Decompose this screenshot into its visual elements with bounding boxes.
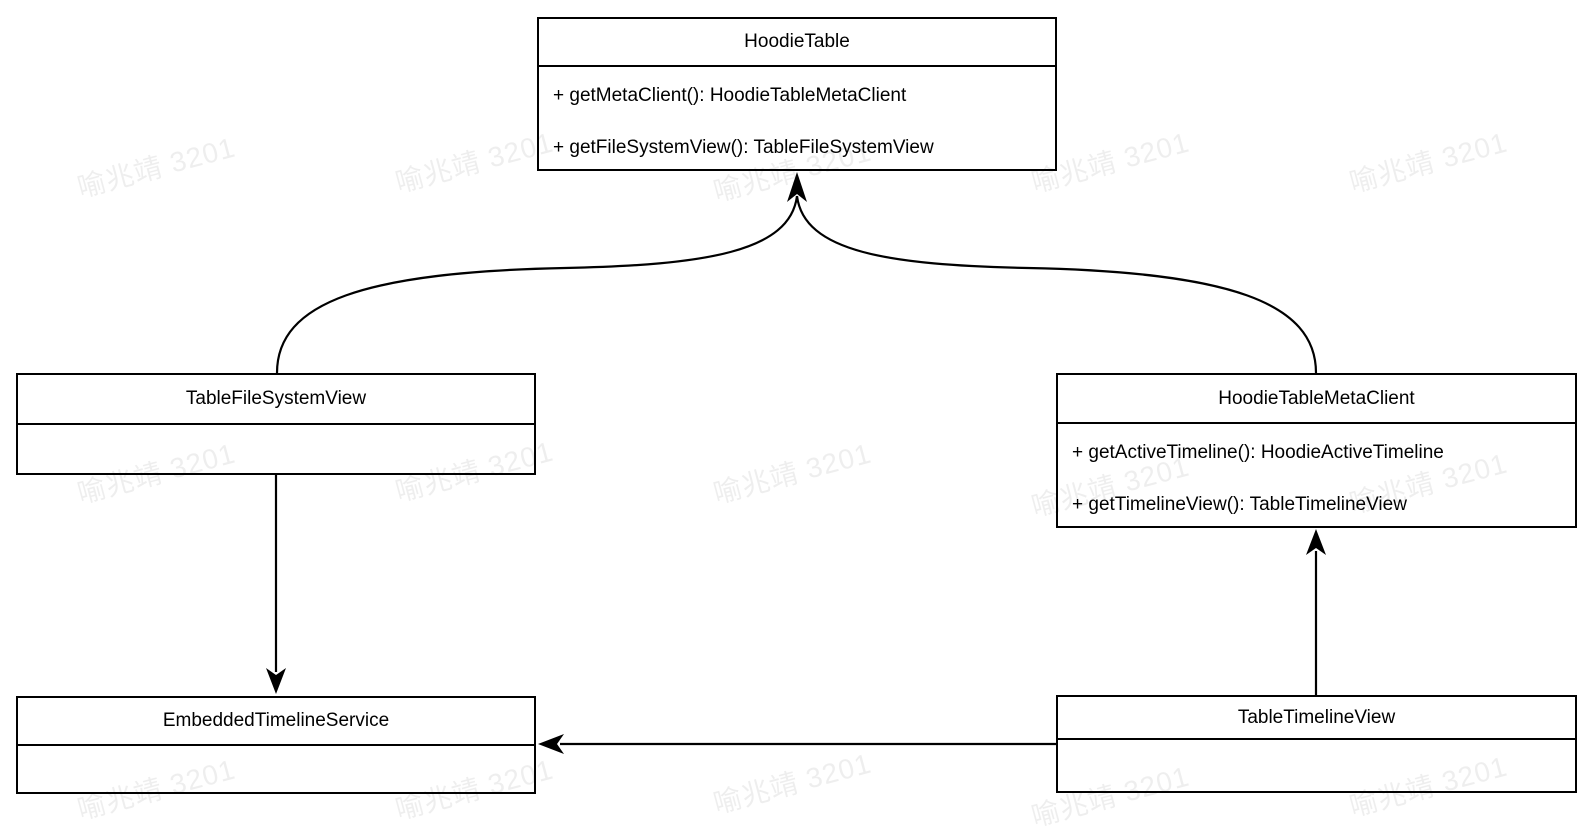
class-title: TableFileSystemView [18,375,534,425]
uml-class-diagram: HoodieTable + getMetaClient(): HoodieTab… [16,17,1577,833]
class-method: + getMetaClient(): HoodieTableMetaClient [553,85,907,106]
class-title: EmbeddedTimelineService [18,698,534,746]
class-table-file-system-view: TableFileSystemView [16,373,536,475]
class-method: + getActiveTimeline(): HoodieActiveTimel… [1072,442,1444,463]
class-method: + getTimelineView(): TableTimelineView [1072,494,1407,515]
arrowhead-up-hoodietablemetaclient [1306,529,1326,555]
class-method: + getFileSystemView(): TableFileSystemVi… [553,137,934,158]
class-methods-compartment [18,425,534,437]
class-embedded-timeline-service: EmbeddedTimelineService [16,696,536,794]
edge-hoodietablemetaclient-to-hoodietable [795,195,1318,374]
arrowhead-left-embeddedtimelineservice [538,734,564,754]
class-table-timeline-view: TableTimelineView [1056,695,1577,793]
class-title: HoodieTableMetaClient [1058,375,1575,424]
class-methods-compartment: + getActiveTimeline(): HoodieActiveTimel… [1058,424,1575,521]
class-title: HoodieTable [539,19,1055,67]
class-methods-compartment [1058,740,1575,752]
arrowhead-up-hoodietable [787,172,807,202]
class-hoodie-table: HoodieTable + getMetaClient(): HoodieTab… [537,17,1057,171]
class-title: TableTimelineView [1058,697,1575,740]
edge-tablefilesystemview-to-hoodietable [275,195,799,374]
arrowhead-down-embeddedtimelineservice [266,668,286,694]
class-hoodie-table-meta-client: HoodieTableMetaClient + getActiveTimelin… [1056,373,1577,528]
connector-layer [266,172,1326,754]
class-methods-compartment [18,746,534,758]
class-methods-compartment: + getMetaClient(): HoodieTableMetaClient… [539,67,1055,164]
